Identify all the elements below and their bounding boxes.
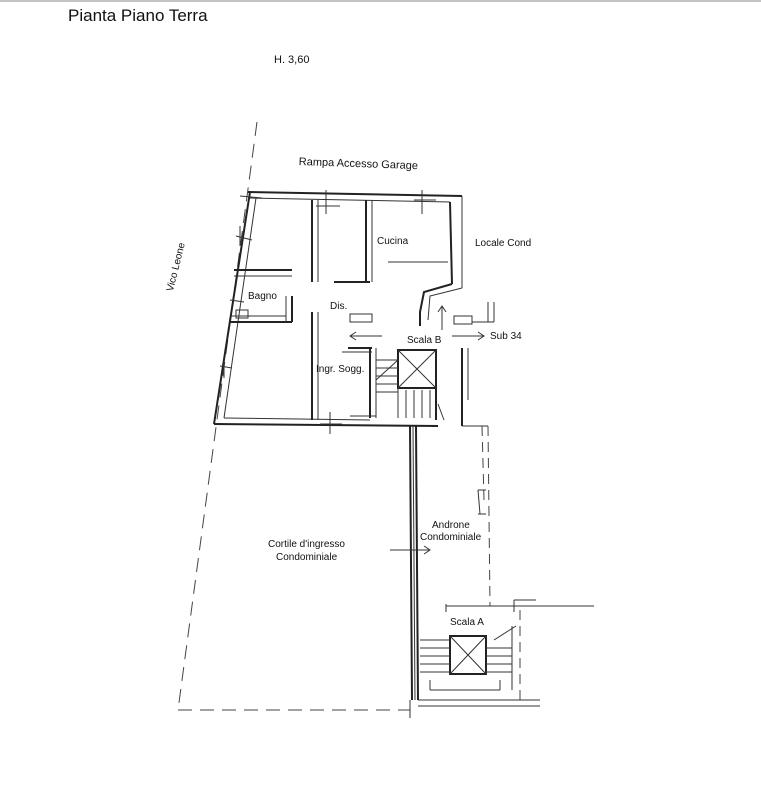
room-label-cortile-condominiale: Condominiale: [276, 552, 338, 563]
room-label-locale-cond: Locale Cond: [475, 238, 532, 249]
room-label-scala-a: Scala A: [450, 617, 484, 628]
vico-leone-boundary: [177, 121, 258, 711]
apartment-walls: [213, 191, 495, 427]
room-label-cucina: Cucina: [377, 236, 409, 247]
room-label-androne: Androne: [432, 520, 470, 531]
height-label: H. 3,60: [274, 54, 310, 66]
room-label-ingr-sogg: Ingr. Sogg.: [316, 364, 365, 375]
androne-walls: [390, 348, 491, 701]
stair-b: [342, 305, 485, 421]
room-label-androne-condominiale: Condominiale: [420, 532, 482, 543]
room-label-bagno: Bagno: [248, 291, 277, 302]
window-marks: [219, 190, 436, 434]
stair-a: [409, 599, 594, 718]
room-label-dis: Dis.: [330, 301, 348, 312]
room-label-sub34: Sub 34: [490, 331, 522, 342]
room-label-scala-b: Scala B: [407, 335, 442, 346]
room-label-cortile: Cortile d'ingresso: [268, 539, 345, 550]
plan-title: Pianta Piano Terra: [68, 6, 208, 25]
